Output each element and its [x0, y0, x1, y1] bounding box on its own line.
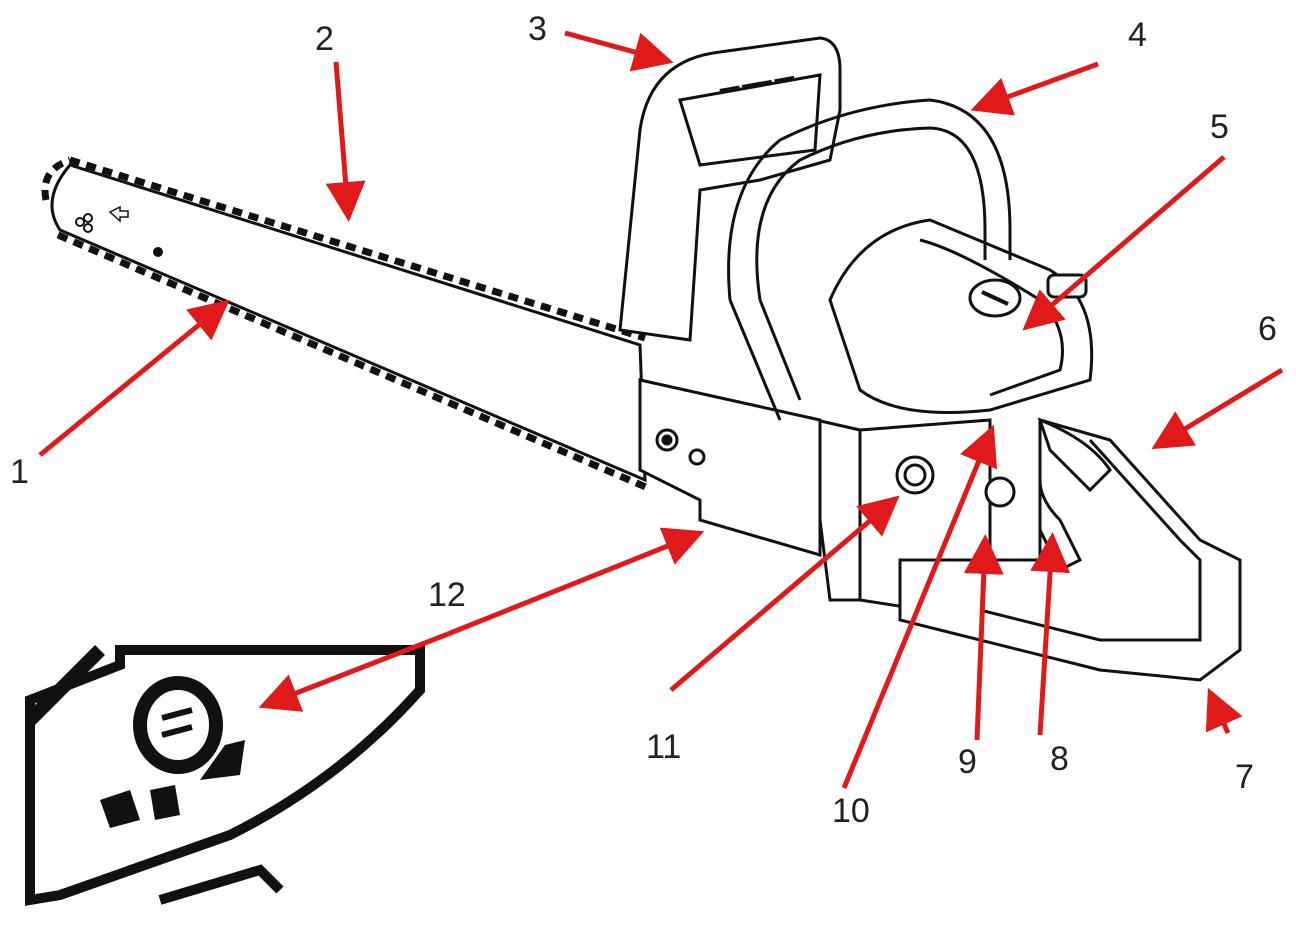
arrow-10: [841, 424, 998, 789]
callout-label-1: 1: [10, 453, 29, 491]
front-handle-guard: ▬▬ ▬▬▬ ▬▬: [618, 36, 842, 342]
arrow-7: [1205, 687, 1243, 735]
callout-label-11: 11: [646, 728, 682, 766]
clutch-cover: [638, 378, 822, 557]
arrow-12b: [447, 527, 705, 637]
saw-chain: [56, 156, 650, 492]
callout-arrows: [38, 30, 1284, 789]
throttle-lockout: [1037, 417, 1112, 493]
callout-label-5: 5: [1210, 108, 1229, 146]
arrow-5: [1022, 155, 1226, 331]
front-handle: [727, 98, 1012, 421]
callout-label-10: 10: [832, 792, 870, 830]
choke-knob: [984, 476, 1016, 508]
arrow-11: [669, 495, 900, 692]
bar-logo-icon: [75, 205, 129, 233]
tension-screw-icon: [133, 676, 223, 774]
arrow-3: [564, 30, 674, 72]
callout-label-9: 9: [958, 743, 977, 781]
callout-label-3: 3: [528, 10, 547, 48]
arrow-2: [325, 61, 366, 222]
bar-hole: [153, 247, 163, 257]
callout-label-12: 12: [428, 576, 466, 614]
arrow-4: [970, 61, 1099, 116]
arrow-9: [963, 534, 1004, 741]
arrow-1: [38, 299, 230, 457]
guide-bar: [41, 156, 650, 492]
callout-label-8: 8: [1050, 740, 1069, 778]
callout-label-7: 7: [1235, 758, 1254, 796]
arrow-12a: [258, 631, 449, 712]
carburetor-cover: [828, 218, 1094, 414]
callout-label-4: 4: [1128, 16, 1147, 54]
callout-label-6: 6: [1258, 310, 1277, 348]
arrow-8: [1030, 532, 1071, 736]
arrow-symbol-icon: [100, 740, 245, 828]
inset-detail: [25, 645, 425, 906]
callout-label-2: 2: [315, 20, 334, 58]
arrow-6: [1151, 367, 1284, 450]
